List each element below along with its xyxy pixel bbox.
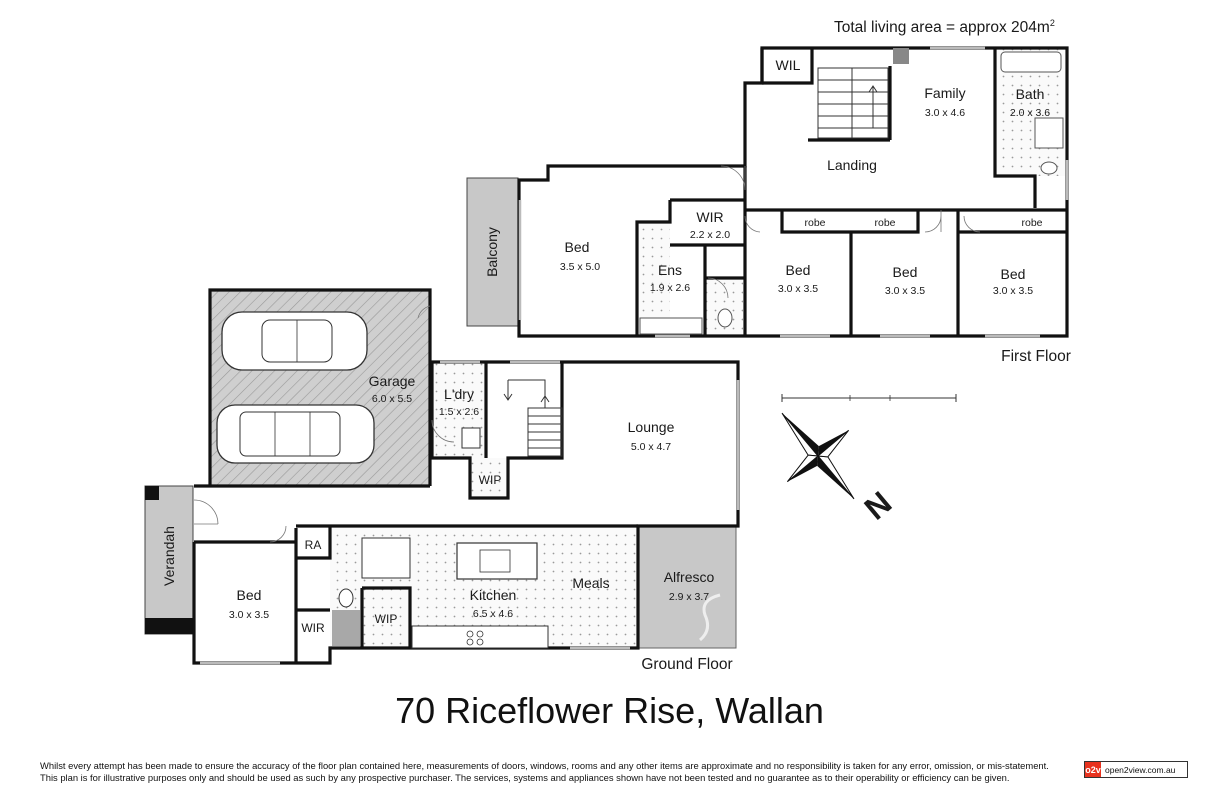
robe-1-label: robe (804, 217, 825, 229)
kitchen-dim: 6.5 x 4.6 (473, 608, 513, 620)
ldry-label: L'dry (444, 386, 474, 402)
alfresco-label: Alfresco (664, 569, 715, 585)
first-floor-duct (893, 48, 909, 64)
kitchen-island (456, 542, 538, 580)
total-living-area: Total living area = approx 204m2 (834, 18, 1055, 37)
wip-1-label: WIP (479, 473, 502, 487)
disclaimer: Whilst every attempt has been made to en… (40, 760, 1080, 784)
alfresco-dim: 2.9 x 3.7 (669, 591, 709, 603)
ens-toilet (717, 308, 733, 328)
car-top (221, 311, 368, 371)
bed-ground-dim: 3.0 x 3.5 (229, 609, 269, 621)
bed-main-dim: 3.5 x 5.0 (560, 261, 600, 273)
disclaimer-line-2: This plan is for illustrative purposes o… (40, 772, 1010, 783)
property-address: 70 Riceflower Rise, Wallan (395, 690, 824, 731)
open2view-logo[interactable]: o2v open2view.com.au (1084, 761, 1188, 778)
logo-text: open2view.com.au (1105, 764, 1176, 775)
garage-dim: 6.0 x 5.5 (372, 393, 412, 405)
bed-main-label: Bed (565, 239, 590, 255)
bed-3-dim: 3.0 x 3.5 (885, 285, 925, 297)
ens-dim: 1.9 x 2.6 (650, 282, 690, 294)
vanity (1034, 117, 1064, 149)
ldry-dim: 1.5 x 2.6 (439, 406, 479, 418)
landing-label: Landing (827, 157, 877, 173)
family-dim: 3.0 x 4.6 (925, 107, 965, 119)
alfresco-area (637, 525, 737, 649)
bed-3-label: Bed (893, 264, 918, 280)
brand-mark-icon: o2v (1085, 762, 1101, 777)
verandah-label: Verandah (161, 526, 177, 586)
first-floor-stair (817, 67, 889, 139)
disclaimer-line-1: Whilst every attempt has been made to en… (40, 760, 1049, 771)
garage-label: Garage (369, 373, 416, 389)
balcony (466, 177, 519, 327)
bath-label: Bath (1016, 86, 1045, 102)
ra-label: RA (305, 538, 322, 552)
lounge-label: Lounge (628, 419, 675, 435)
bed-2-dim: 3.0 x 3.5 (778, 283, 818, 295)
ens-label: Ens (658, 262, 682, 278)
first-floor-title: First Floor (1001, 348, 1071, 365)
robe-2-label: robe (874, 217, 895, 229)
ground-floor-stair (503, 379, 563, 457)
compass-rose (781, 412, 855, 500)
bed-2-label: Bed (786, 262, 811, 278)
kitchen-label: Kitchen (470, 587, 517, 603)
bath-dim: 2.0 x 3.6 (1010, 107, 1050, 119)
balcony-label: Balcony (484, 227, 500, 277)
bed-ground-label: Bed (237, 587, 262, 603)
verandah-area (144, 485, 194, 635)
toilet-first (1040, 161, 1058, 175)
wir-first-label: WIR (696, 209, 723, 225)
wir-ground-label: WIR (301, 621, 325, 635)
first-floor (466, 46, 1069, 338)
scale-bar (781, 394, 957, 402)
compass-north-label: N (858, 484, 899, 526)
ens-vanity (639, 317, 703, 335)
wil-label: WIL (776, 57, 801, 73)
bathtub (1000, 51, 1062, 73)
bed-4-label: Bed (1001, 266, 1026, 282)
ground-floor (144, 288, 740, 665)
bed-4-dim: 3.0 x 3.5 (993, 285, 1033, 297)
ens-tiles (637, 222, 670, 335)
ground-floor-title: Ground Floor (641, 656, 732, 673)
robe-3-label: robe (1021, 217, 1042, 229)
family-label: Family (924, 85, 965, 101)
meals-label: Meals (572, 575, 609, 591)
lounge-dim: 5.0 x 4.7 (631, 441, 671, 453)
wip-2-label: WIP (375, 612, 398, 626)
car-bottom (216, 404, 375, 464)
wir-first-dim: 2.2 x 2.0 (690, 229, 730, 241)
